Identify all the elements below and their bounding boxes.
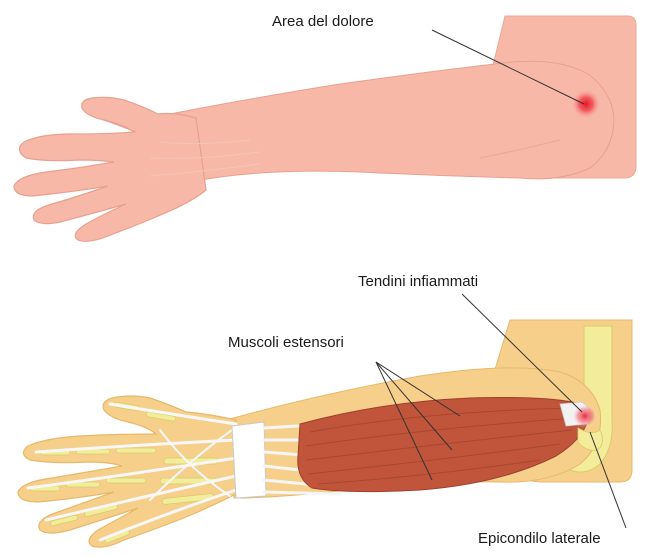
label-pain-area: Area del dolore	[272, 13, 374, 31]
external-arm	[14, 16, 636, 241]
pain-spot	[571, 89, 601, 119]
hand	[14, 97, 206, 241]
label-inflamed-tendons: Tendini infiammati	[358, 273, 478, 291]
forearm	[150, 61, 614, 182]
label-extensor-muscles: Muscoli estensori	[228, 334, 344, 352]
inflamed-area	[572, 404, 598, 428]
anatomy-arm	[18, 294, 632, 547]
label-lateral-epicondyle: Epicondilo laterale	[478, 530, 601, 548]
wrist-retinaculum	[232, 422, 266, 498]
